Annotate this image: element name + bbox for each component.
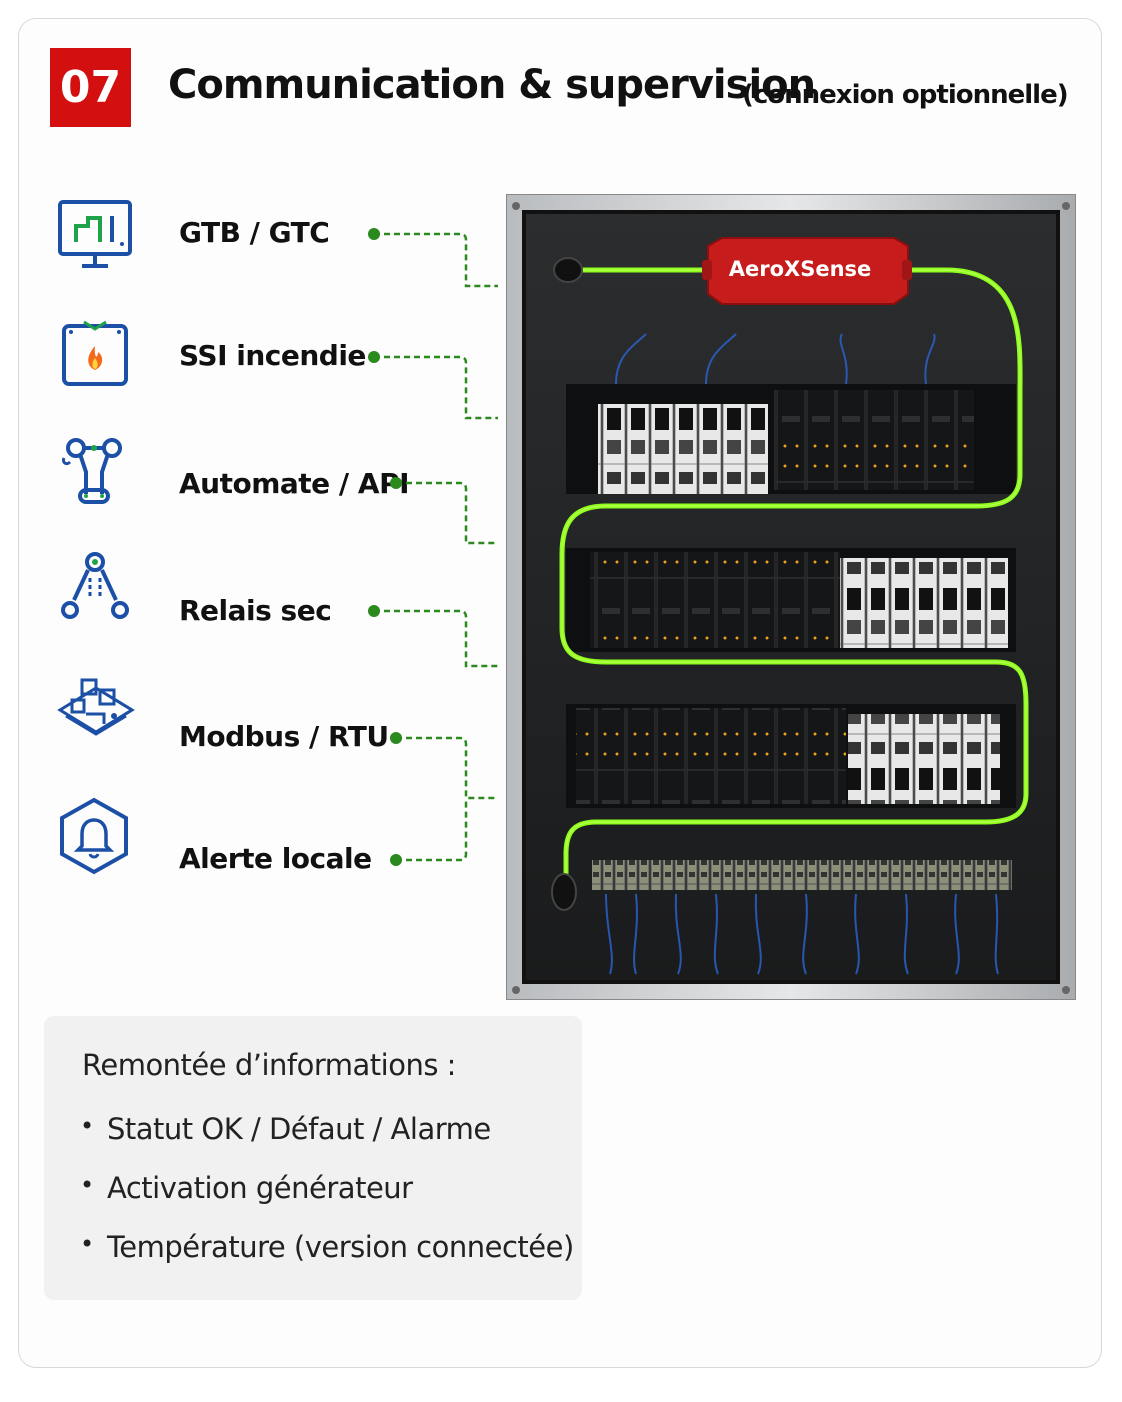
- section-number-badge: 07: [50, 48, 131, 127]
- info-panel-title: Remontée d’informations :: [82, 1048, 456, 1082]
- list-item: Température (version connectée): [80, 1230, 574, 1289]
- cable-plug-bottom: [551, 873, 577, 911]
- electrical-cabinet: AeroXSense: [506, 194, 1076, 1000]
- fire-panel-icon: [62, 320, 128, 386]
- page-subtitle: (connexion optionnelle): [742, 80, 1069, 110]
- cable-plug-top: [553, 257, 583, 283]
- interface-label-automate: Automate / API: [179, 467, 410, 500]
- list-item: Statut OK / Défaut / Alarme: [80, 1112, 574, 1171]
- info-list: Statut OK / Défaut / Alarme Activation g…: [80, 1112, 574, 1289]
- interface-label-gtb: GTB / GTC: [179, 216, 330, 249]
- interface-label-alerte: Alerte locale: [179, 842, 372, 875]
- info-panel: Remontée d’informations : Statut OK / Dé…: [44, 1016, 582, 1300]
- aeroxsense-device: AeroXSense: [702, 237, 912, 305]
- modbus-network-icon: [57, 678, 135, 736]
- relay-contact-icon: [61, 552, 129, 619]
- bell-alert-icon: [60, 797, 128, 875]
- plc-automation-icon: [62, 438, 122, 504]
- list-item: Activation générateur: [80, 1171, 574, 1230]
- interface-label-ssi: SSI incendie: [179, 339, 366, 372]
- device-brand-label: AeroXSense: [729, 257, 872, 281]
- monitor-chart-icon: [58, 200, 132, 268]
- interface-label-modbus: Modbus / RTU: [179, 720, 389, 753]
- page-title: Communication & supervision: [168, 62, 816, 108]
- interface-label-relais: Relais sec: [179, 594, 332, 627]
